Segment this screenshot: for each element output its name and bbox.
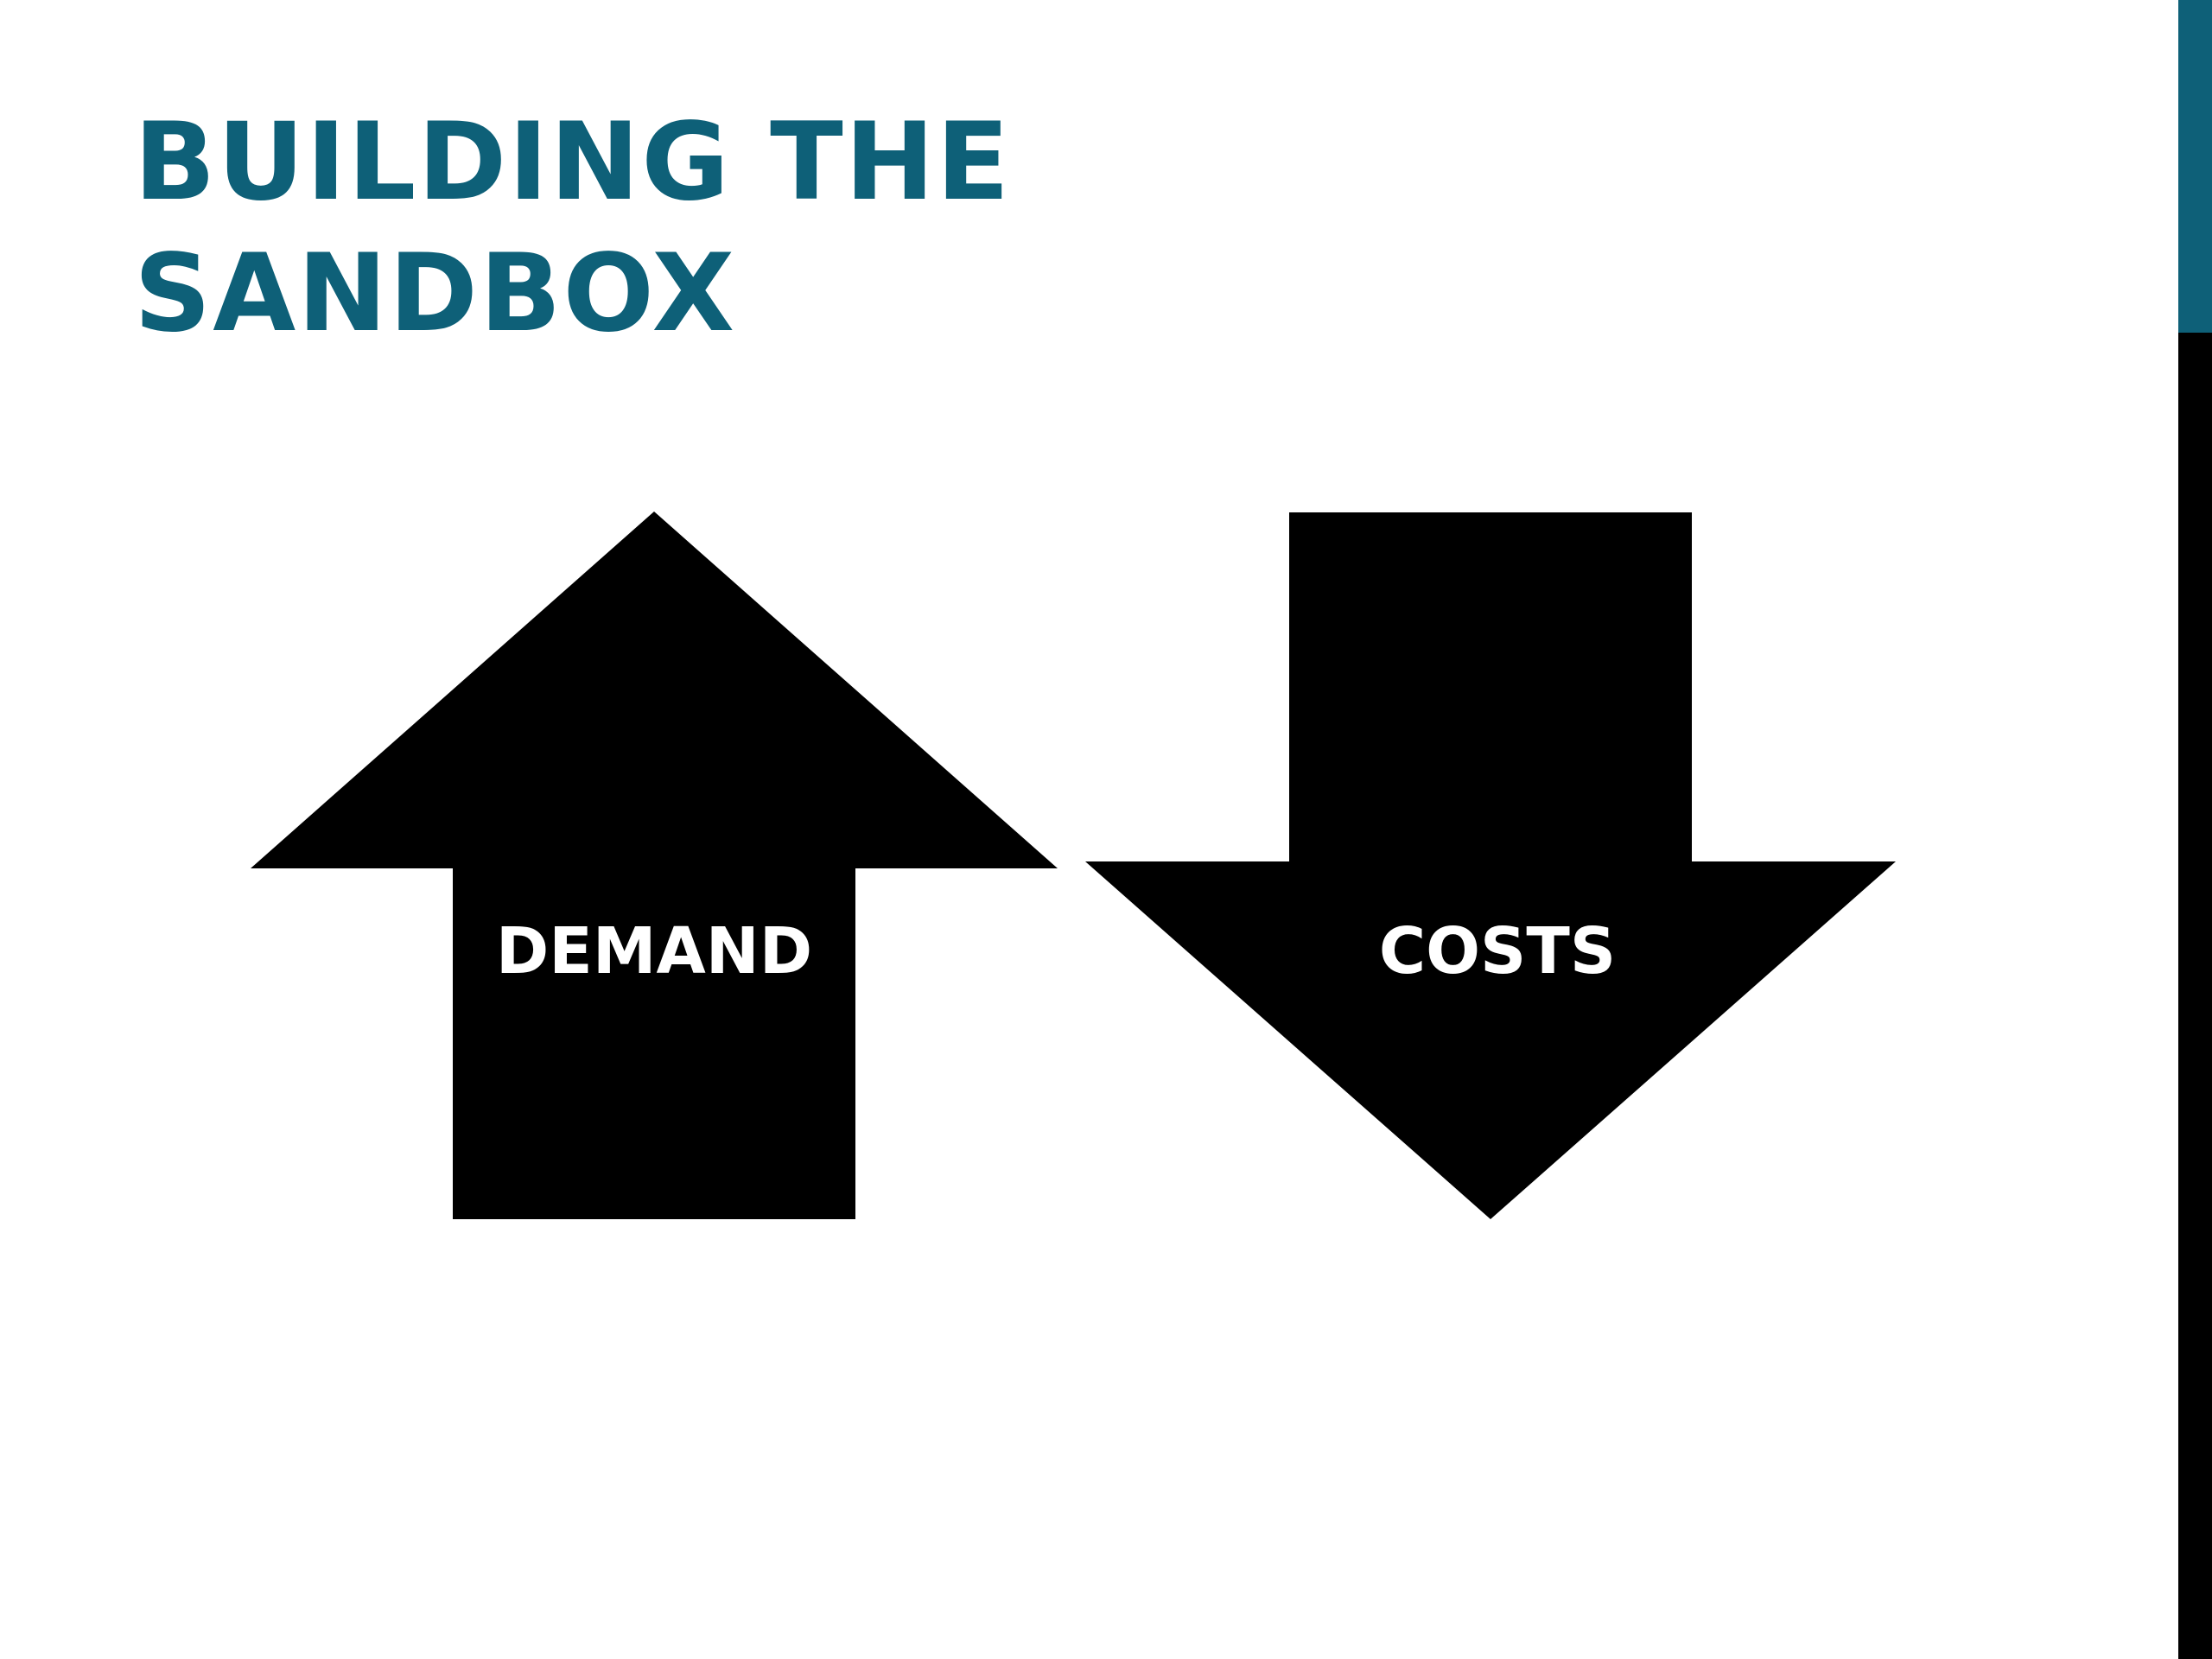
slide-title-line-1: BUILDING THE [134,100,1012,225]
demand-label: DEMAND [496,914,812,988]
slide-title: BUILDING THE SANDBOX [134,97,1011,359]
sidebar-bar [2178,333,2212,1659]
slide-title-line-2: SANDBOX [134,232,737,356]
sidebar-accent [2178,0,2212,333]
down-arrow-icon [1085,512,1896,1219]
costs-label: COSTS [1379,914,1616,988]
up-arrow-icon [251,512,1058,1219]
